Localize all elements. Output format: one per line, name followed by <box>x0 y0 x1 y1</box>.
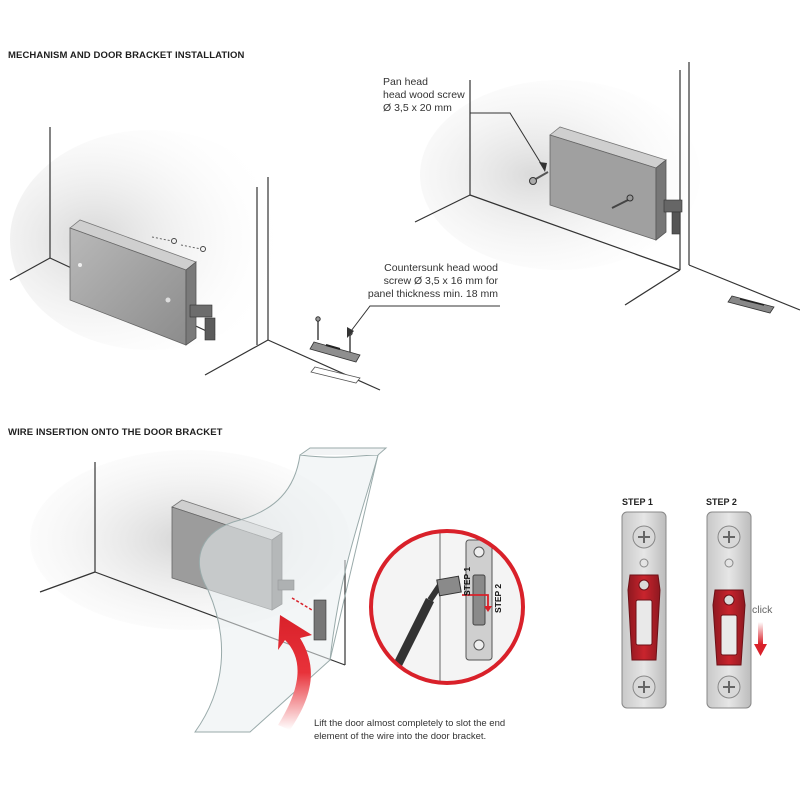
step2-label: STEP 2 <box>706 497 737 507</box>
countersunk-screw-callout: Countersunk head wood screw Ø 3,5 x 16 m… <box>367 262 498 300</box>
door-bracket-exploded <box>309 316 361 384</box>
pan-head-screw-callout: Pan head head wood screw Ø 3,5 x 20 mm <box>383 76 465 114</box>
click-label: click <box>752 604 773 616</box>
step1-label: STEP 1 <box>622 497 653 507</box>
mounted-mechanism <box>549 126 683 241</box>
mechanism-box <box>69 219 216 346</box>
pan-head-screw <box>529 171 549 185</box>
installation-section-title: MECHANISM AND DOOR BRACKET INSTALLATION <box>8 50 245 61</box>
click-down-arrow-icon <box>754 622 767 656</box>
wire-section-title: WIRE INSERTION ONTO THE DOOR BRACKET <box>8 427 223 438</box>
step2-bracket <box>706 511 752 709</box>
step1-bracket <box>621 511 667 709</box>
wire-insertion-caption: Lift the door almost completely to slot … <box>314 718 506 742</box>
